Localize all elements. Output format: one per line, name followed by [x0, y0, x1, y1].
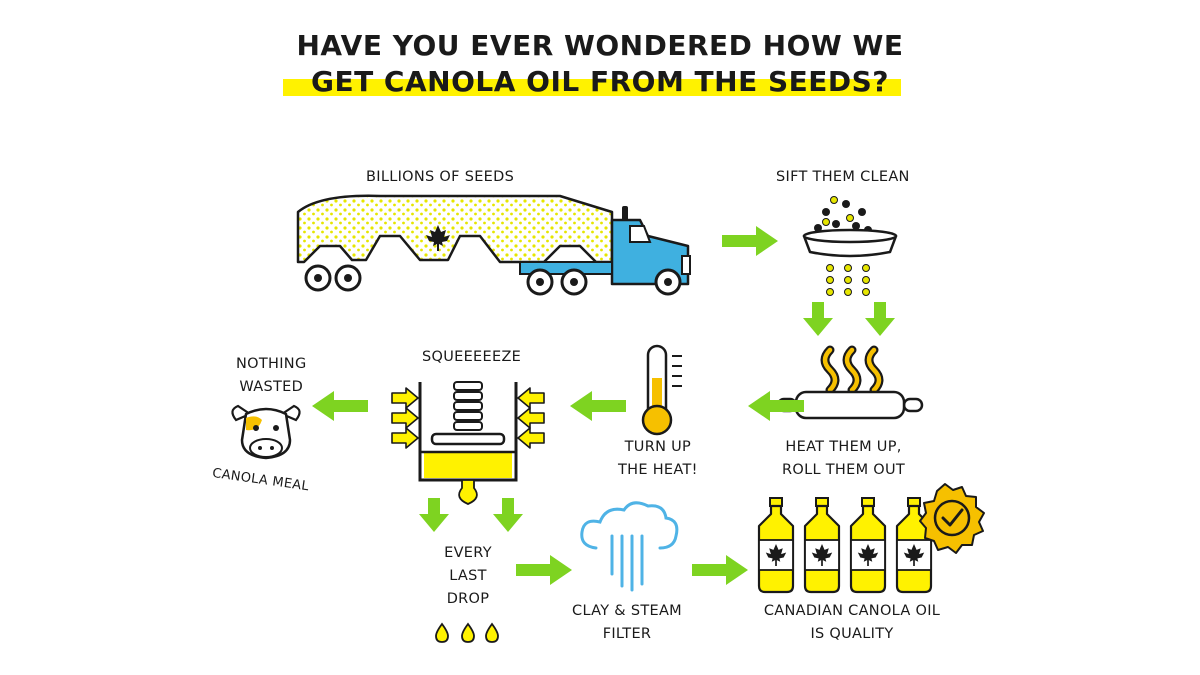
label-turn-up-line-2: THE HEAT!: [618, 462, 698, 478]
label-filter-line-1: CLAY & STEAM: [572, 603, 682, 619]
label-heat-line-1: HEAT THEM UP,: [785, 439, 902, 455]
label-heat-them-up: HEAT THEM UP, ROLL THEM OUT: [782, 436, 905, 482]
label-clay-steam-filter: CLAY & STEAM FILTER: [568, 600, 686, 646]
arrow-icon: [312, 391, 368, 421]
arrow-icon: [722, 226, 778, 256]
label-quality-line-2: IS QUALITY: [810, 626, 894, 642]
arrow-icon: [517, 387, 545, 409]
title-highlight: [283, 79, 901, 96]
label-nothing-line-1: NOTHING: [236, 356, 307, 372]
arrow-icon: [517, 407, 545, 429]
arrow-icon: [391, 387, 419, 409]
label-last: LAST: [449, 568, 487, 584]
arrow-icon: [865, 302, 895, 336]
arrow-icon: [391, 427, 419, 449]
label-squeeze: SQUEEEEEZE: [422, 349, 522, 365]
quality-badge-icon: [919, 483, 985, 554]
arrow-icon: [517, 427, 545, 449]
title-line-1: HAVE YOU EVER WONDERED HOW WE: [296, 29, 904, 62]
cow-icon: [231, 404, 301, 460]
press-icon: [418, 381, 518, 505]
label-billions-of-seeds: BILLIONS OF SEEDS: [366, 169, 515, 185]
thermometer-icon: [641, 344, 682, 436]
arrow-icon: [692, 555, 748, 585]
label-nothing-wasted: NOTHING WASTED: [236, 353, 306, 399]
label-canadian-canola-oil: CANADIAN CANOLA OIL IS QUALITY: [754, 600, 950, 646]
title-line-2: GET CANOLA OIL FROM THE SEEDS?: [310, 65, 890, 98]
label-nothing-line-2: WASTED: [239, 379, 304, 395]
arrow-icon: [803, 302, 833, 336]
label-filter-line-2: FILTER: [602, 626, 652, 642]
label-turn-up-the-heat: TURN UP THE HEAT!: [618, 436, 698, 482]
arrow-icon: [516, 555, 572, 585]
truck-icon: [296, 194, 691, 296]
arrow-icon: [570, 391, 626, 421]
label-every-last-drop: EVERY LAST DROP: [438, 542, 498, 611]
title-block: HAVE YOU EVER WONDERED HOW WE GET CANOLA…: [0, 28, 1200, 100]
label-turn-up-line-1: TURN UP: [624, 439, 692, 455]
arrow-icon: [419, 498, 449, 532]
label-drop: DROP: [446, 591, 490, 607]
arrow-icon: [391, 407, 419, 429]
label-heat-line-2: ROLL THEM OUT: [782, 462, 906, 478]
label-every: EVERY: [444, 545, 492, 561]
oil-drop-icon: [435, 622, 499, 643]
oil-bottle-icon: [759, 498, 931, 592]
arrow-icon: [493, 498, 523, 532]
label-quality-line-1: CANADIAN CANOLA OIL: [763, 603, 941, 619]
label-sift-them-clean: SIFT THEM CLEAN: [776, 169, 910, 185]
arrow-icon: [748, 391, 804, 421]
steam-filter-icon: [580, 501, 679, 592]
sieve-icon: [802, 196, 898, 296]
